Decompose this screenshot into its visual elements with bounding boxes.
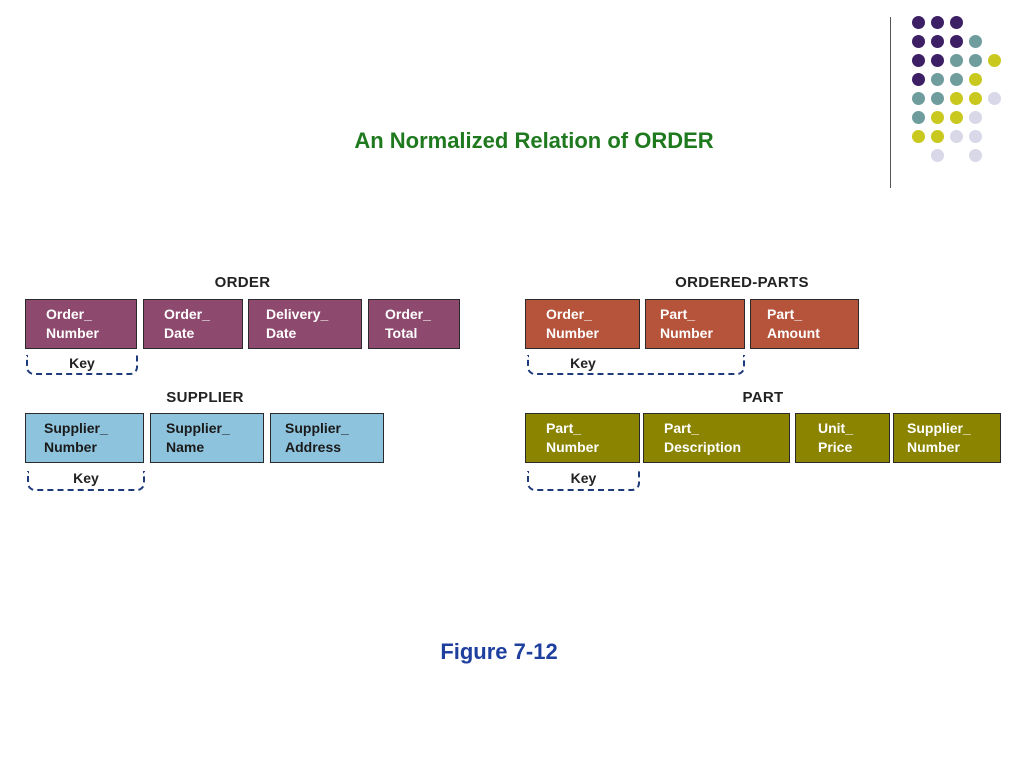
figure-caption: Figure 7-12: [440, 639, 558, 664]
attribute-line: Supplier_: [166, 420, 230, 436]
attribute-supplier-name: Supplier_ Name: [150, 413, 264, 463]
key-label: Key: [570, 470, 597, 486]
attribute-line: Date: [164, 325, 195, 341]
decor-dot: [988, 92, 1001, 105]
decor-dot: [950, 111, 963, 124]
decor-dot: [931, 16, 944, 29]
attribute-line: Amount: [767, 325, 820, 341]
attribute-delivery-date: Delivery_ Date: [248, 299, 362, 349]
decor-dot: [969, 54, 982, 67]
decor-dot: [988, 54, 1001, 67]
attribute-line: Number: [46, 325, 99, 341]
attribute-line: Order_: [546, 306, 592, 322]
decor-dot: [931, 92, 944, 105]
decor-dot: [912, 16, 925, 29]
attribute-line: Unit_: [818, 420, 853, 436]
attribute-order-total: Order_ Total: [368, 299, 460, 349]
attribute-line: Order_: [385, 306, 431, 322]
attribute-line: Order_: [164, 306, 210, 322]
attribute-line: Part_: [767, 306, 803, 322]
attribute-line: Number: [907, 439, 960, 455]
attribute-line: Date: [266, 325, 297, 341]
attribute-line: Name: [166, 439, 205, 455]
attribute-part-number: Part_ Number: [525, 413, 640, 463]
relation-title: ORDER: [214, 274, 271, 291]
decor-dot: [912, 73, 925, 86]
decor-dot: [912, 92, 925, 105]
decor-dot: [969, 35, 982, 48]
attribute-line: Part_: [664, 420, 700, 436]
key-bracket: [27, 471, 145, 491]
relation-title: ORDERED-PARTS: [675, 274, 809, 291]
key-bracket: [527, 471, 640, 491]
decor-dot: [969, 111, 982, 124]
attribute-supplier-address: Supplier_ Address: [270, 413, 384, 463]
attribute-line: Supplier_: [44, 420, 108, 436]
decor-dot: [931, 130, 944, 143]
key-bracket: [26, 355, 138, 375]
slide-title: An Normalized Relation of ORDER: [354, 128, 714, 153]
decor-dot: [931, 111, 944, 124]
attribute-line: Number: [546, 325, 599, 341]
attribute-line: Supplier_: [285, 420, 349, 436]
attribute-part-number: Part_ Number: [645, 299, 745, 349]
attribute-part-amount: Part_ Amount: [750, 299, 859, 349]
decor-dot: [912, 35, 925, 48]
attribute-line: Total: [385, 325, 418, 341]
decor-dot: [969, 73, 982, 86]
attribute-line: Delivery_: [266, 306, 329, 322]
decor-dot: [931, 35, 944, 48]
decor-dot: [950, 73, 963, 86]
attribute-line: Supplier_: [907, 420, 971, 436]
decor-dot: [950, 92, 963, 105]
decor-dot: [931, 54, 944, 67]
attribute-line: Part_: [660, 306, 696, 322]
attribute-order-number: Order_ Number: [525, 299, 640, 349]
attribute-supplier-number: Supplier_ Number: [25, 413, 144, 463]
attribute-line: Order_: [46, 306, 92, 322]
key-label: Key: [570, 355, 596, 371]
attribute-line: Number: [546, 439, 599, 455]
attribute-order-number: Order_ Number: [25, 299, 137, 349]
key-bracket: [527, 355, 745, 375]
decor-dot: [950, 35, 963, 48]
key-label: Key: [73, 470, 99, 486]
attribute-line: Description: [664, 439, 742, 455]
decor-dot: [969, 92, 982, 105]
key-label: Key: [69, 355, 95, 371]
decor-dot: [950, 130, 963, 143]
relation-title: PART: [742, 389, 784, 406]
attribute-unit-price: Unit_ Price: [795, 413, 890, 463]
attribute-line: Number: [44, 439, 97, 455]
decor-dot: [969, 149, 982, 162]
decor-dot: [912, 111, 925, 124]
decor-dot: [950, 16, 963, 29]
attribute-line: Address: [285, 439, 342, 455]
decor-dot: [912, 54, 925, 67]
attribute-line: Number: [660, 325, 713, 341]
attribute-part-description: Part_ Description: [643, 413, 790, 463]
decor-dot: [912, 130, 925, 143]
attribute-order-date: Order_ Date: [143, 299, 243, 349]
attribute-line: Price: [818, 439, 853, 455]
decorative-divider-line: [890, 17, 891, 188]
decor-dot: [931, 73, 944, 86]
decor-dot: [950, 54, 963, 67]
decor-dot: [969, 130, 982, 143]
decor-dot: [931, 149, 944, 162]
attribute-line: Part_: [546, 420, 582, 436]
relation-title: SUPPLIER: [166, 389, 244, 406]
attribute-supplier-number: Supplier_ Number: [893, 413, 1001, 463]
